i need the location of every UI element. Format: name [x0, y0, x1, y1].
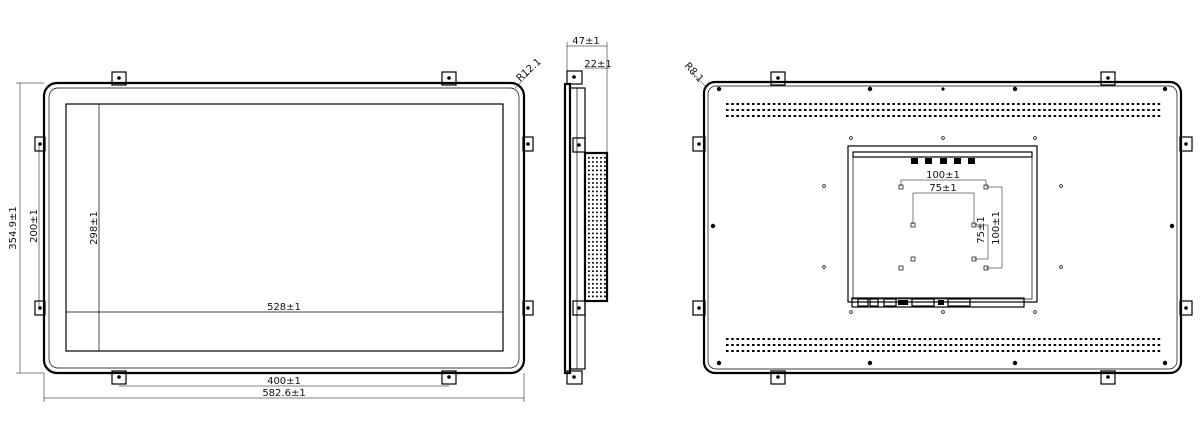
label-overall-width: 582.6±1	[262, 388, 305, 399]
side-rear-board	[583, 151, 609, 303]
side-chassis	[569, 87, 586, 370]
label-mount-width: 400±1	[267, 376, 301, 387]
side-view: 47±1 22±1	[563, 36, 612, 385]
dim-overall-width	[43, 373, 525, 402]
label-front-corner-radius: R12.1	[515, 57, 544, 85]
label-active-height: 298±1	[89, 211, 100, 245]
label-active-width: 528±1	[267, 302, 301, 313]
front-bezel-inner	[48, 87, 520, 369]
rear-vesa-holes	[898, 184, 989, 271]
label-vesa-inner-w: 75±1	[929, 183, 956, 194]
rear-vent-grilles	[726, 103, 1161, 352]
rear-control-buttons	[911, 158, 975, 164]
rear-housing-outer	[702, 80, 1183, 375]
label-side-depth-total: 47±1	[572, 36, 599, 47]
dim-side-depth-total	[566, 42, 608, 155]
rear-connector-strip	[851, 297, 1025, 308]
label-vesa-outer-h: 100±1	[991, 211, 1002, 245]
front-bezel-outer	[42, 81, 526, 375]
rear-housing-inner	[707, 85, 1178, 370]
front-top-brackets	[111, 71, 457, 86]
front-active-area	[65, 103, 504, 352]
label-mount-height: 200±1	[29, 209, 40, 243]
rear-screw-holes	[710, 86, 1175, 366]
side-vent-pattern	[588, 157, 606, 298]
label-vesa-outer-w: 100±1	[926, 170, 960, 181]
front-view: 354.9±1 200±1 298±1 528±1 400±1 582.6±1 …	[8, 57, 544, 402]
label-side-depth-partial: 22±1	[584, 59, 611, 70]
front-bottom-brackets	[111, 370, 457, 385]
label-overall-height: 354.9±1	[8, 206, 19, 249]
dim-overall-height	[16, 82, 44, 374]
label-vesa-inner-h: 75±1	[976, 216, 987, 243]
rear-view: 100±1 75±1 75±1 100±1 R8.1	[682, 61, 1193, 385]
dim-vesa	[900, 179, 1003, 269]
side-front-plate	[563, 82, 572, 375]
label-rear-corner-radius: R8.1	[682, 61, 705, 85]
